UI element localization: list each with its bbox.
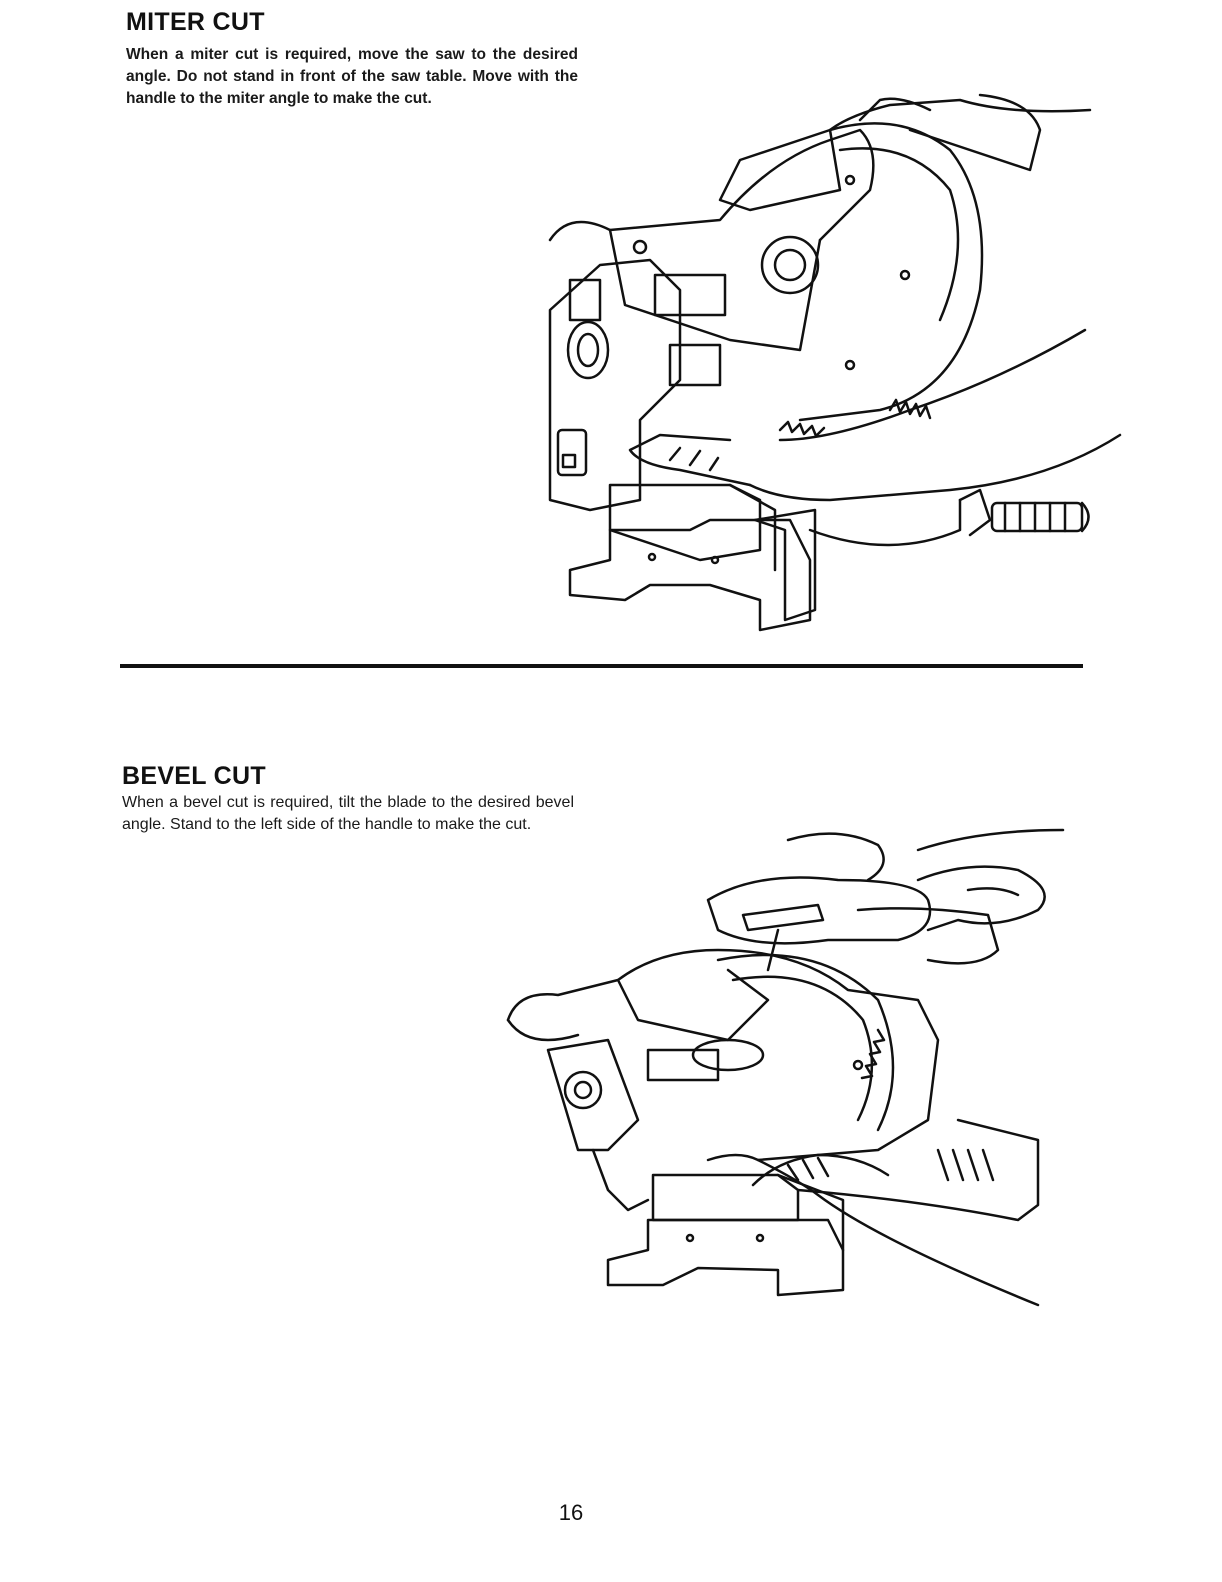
bevel-cut-instructions: When a bevel cut is required, tilt the b… bbox=[122, 794, 574, 833]
miter-cut-heading: MITER CUT bbox=[126, 8, 265, 36]
bevel-cut-heading: BEVEL CUT bbox=[122, 762, 266, 790]
miter-cut-illustration bbox=[530, 90, 1130, 635]
section-divider bbox=[120, 664, 1083, 668]
page-number: 16 bbox=[558, 1500, 584, 1525]
bevel-cut-illustration bbox=[498, 820, 1078, 1320]
miter-cut-instructions: When a miter cut is required, move the s… bbox=[126, 46, 578, 107]
